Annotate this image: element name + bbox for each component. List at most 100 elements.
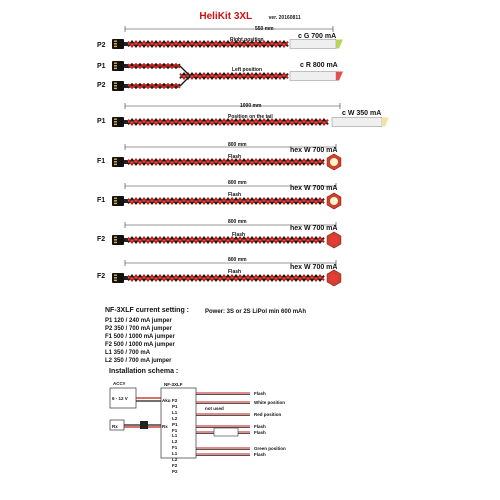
pin-label: L1	[172, 409, 178, 415]
settings-line: L1 350 / 700 mA	[105, 350, 151, 356]
power-requirement: Power: 3S or 2S LiPol min 600 mAh	[205, 309, 307, 315]
cable3-port: P1	[97, 118, 106, 125]
connector-neck	[124, 64, 128, 68]
hex-led-emitter	[330, 236, 338, 244]
pin-label: L1	[172, 433, 178, 439]
connector-pin	[114, 161, 117, 163]
settings-title: NF-3XLF current setting :	[105, 307, 190, 314]
output-flash-2: Flash	[254, 424, 266, 429]
rx-port-label: Rx	[162, 424, 168, 429]
led-strip	[331, 117, 383, 127]
controller-box	[160, 387, 197, 459]
cable3-length: 1000 mm	[240, 103, 262, 109]
cable2-desc: Left position	[232, 67, 262, 73]
connector-pin	[114, 40, 117, 42]
connector-neck	[124, 238, 128, 242]
connector-plug	[112, 196, 124, 206]
pin-label: P1	[172, 403, 178, 409]
pin-label: F2	[172, 462, 178, 468]
wire-red	[179, 72, 289, 80]
connector-pin	[114, 43, 117, 45]
connector-pin	[114, 241, 117, 244]
cable2-port2: P2	[97, 82, 106, 89]
connector-neck	[124, 120, 128, 124]
installation-title: Installation schema :	[109, 368, 179, 375]
cable7-led-label: hex W 700 mA	[290, 264, 338, 271]
pin-label: L1	[172, 451, 178, 457]
wire-red	[127, 40, 289, 48]
settings-line: F1 500 / 1000 mA jumper	[105, 334, 175, 340]
connector-neck	[124, 42, 128, 46]
rx-plug	[140, 421, 148, 429]
cable2-port: P1	[97, 63, 106, 70]
cable4-led-label: hex W 700 mA	[290, 147, 338, 154]
connector-pin	[114, 118, 117, 120]
cable1-length: 550 mm	[255, 26, 274, 32]
cable5-length: 800 mm	[228, 180, 247, 186]
cable7-port: F2	[97, 273, 106, 280]
connector-pin	[114, 163, 117, 166]
cable3-desc: Position on the tail	[228, 114, 273, 120]
acc-label: ACC#	[113, 381, 126, 386]
connector-plug	[112, 117, 124, 127]
settings-line: F2 500 / 1000 mA jumper	[105, 342, 175, 348]
rx-label: Rx	[112, 424, 118, 429]
connector-pin	[114, 274, 117, 276]
output-red-position: Red position	[254, 412, 282, 417]
controller-label: NF-3XLF	[164, 382, 183, 387]
connector-plug	[112, 235, 124, 245]
cable7-length: 800 mm	[228, 257, 247, 263]
cable2-led-label: c R 800 mA	[300, 62, 338, 69]
connector-plug	[112, 39, 124, 49]
cable5-led-label: hex W 700 mA	[290, 185, 338, 192]
connector-neck	[124, 199, 128, 203]
cable4-length: 800 mm	[228, 142, 247, 148]
connector-neck	[124, 276, 128, 280]
connector-pin	[114, 158, 117, 160]
connector-neck	[124, 84, 128, 88]
connector-pin	[114, 62, 117, 64]
voltage-label: 6 - 12 V	[112, 396, 128, 401]
cable6-led-label: hex W 700 mA	[290, 225, 338, 232]
wire-black	[127, 40, 289, 48]
connector-plug	[112, 157, 124, 167]
cable1-port: P2	[97, 42, 106, 49]
led-strip	[289, 39, 337, 49]
wire-red	[127, 274, 325, 282]
wire-red	[127, 197, 325, 205]
led-tip	[336, 71, 343, 81]
cable5-port: F1	[97, 197, 106, 204]
pin-label: L2	[172, 439, 178, 445]
page-title: HeliKit 3XL ver. 20160811	[0, 6, 500, 24]
cable5-desc: Flash	[228, 192, 242, 198]
connector-pin	[114, 236, 117, 238]
connector-plug	[112, 81, 124, 91]
connector-pin	[114, 202, 117, 205]
version-text: ver. 20160811	[268, 15, 301, 21]
hex-led-emitter	[330, 158, 338, 166]
cable1-led-label: c G 700 mA	[298, 33, 337, 40]
connector-pin	[114, 239, 117, 241]
wire-merge	[179, 65, 191, 87]
wire-black	[127, 118, 329, 126]
cable6-port: F2	[97, 236, 106, 243]
connector-neck	[124, 160, 128, 164]
wire-red	[127, 158, 325, 166]
connector-pin	[114, 67, 117, 70]
connector-plug	[112, 61, 124, 71]
cable4-port: F1	[97, 158, 106, 165]
settings-line: P1 120 / 240 mA jumper	[105, 318, 172, 324]
settings-line: L2 350 / 700 mA jumper	[105, 358, 172, 364]
output-flash-3: Flash	[254, 430, 266, 435]
connector-pin	[114, 82, 117, 84]
hex-led-emitter	[330, 197, 338, 205]
led-tip	[336, 39, 343, 49]
wire-red	[127, 236, 325, 244]
connector-pin	[114, 65, 117, 67]
cable7-desc: Flash	[228, 269, 242, 275]
connector-pin	[114, 200, 117, 202]
hex-led-emitter	[330, 274, 338, 282]
pin-label: L2	[172, 457, 178, 463]
output-white-position: White position	[254, 400, 285, 405]
